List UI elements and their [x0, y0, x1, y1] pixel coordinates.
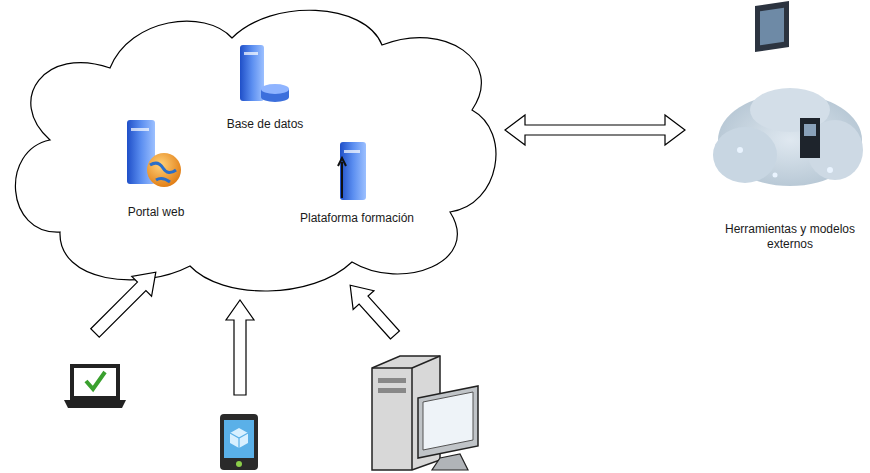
node-label: Portal web: [96, 205, 216, 220]
label-text: Herramientas y modelos externos: [715, 222, 865, 252]
label-text: Plataforma formación: [282, 211, 432, 226]
desktop-icon: [372, 356, 478, 470]
node-label: Herramientas y modelos externos: [715, 222, 865, 252]
external-tools-image: [713, 1, 863, 186]
up-arrow: [85, 262, 166, 343]
up-arrow: [340, 276, 406, 345]
node-label: Base de datos: [205, 117, 325, 132]
phone-icon: [220, 414, 258, 470]
up-arrow: [226, 300, 254, 395]
platform-server-icon: [338, 142, 366, 200]
double-arrow: [505, 115, 685, 145]
web-server-icon: [127, 120, 181, 187]
cloud-outline: [15, 10, 496, 291]
database-icon: [240, 45, 289, 102]
label-text: Portal web: [96, 205, 216, 220]
label-text: Base de datos: [205, 117, 325, 132]
laptop-icon: [64, 364, 126, 408]
node-label: Plataforma formación: [282, 211, 432, 226]
